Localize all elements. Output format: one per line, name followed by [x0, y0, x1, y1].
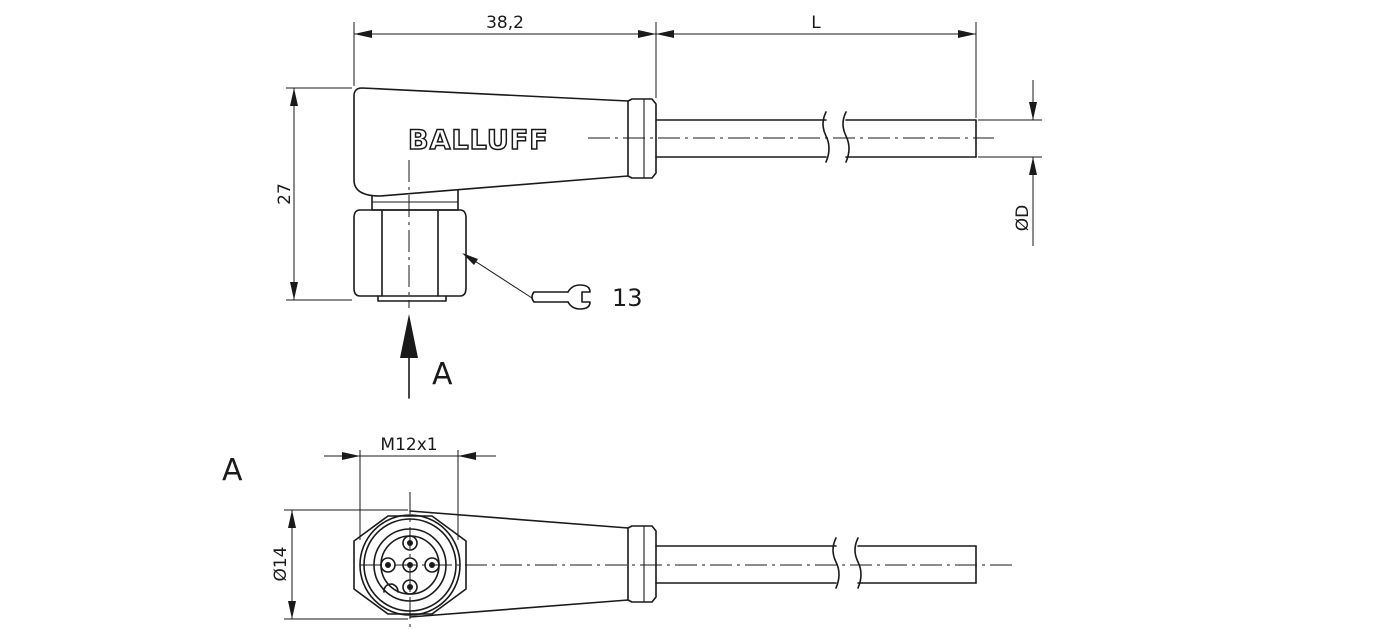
svg-text:13: 13 [612, 284, 643, 312]
dimension-body-length: 38,2 [353, 13, 657, 98]
hex-nut [353, 209, 467, 297]
dimension-diameter: Ø14 [271, 509, 408, 620]
svg-text:38,2: 38,2 [486, 13, 524, 33]
brand-logo: BALLUFF [408, 125, 549, 156]
svg-text:A: A [432, 357, 453, 392]
connector-pins [380, 535, 440, 595]
svg-text:27: 27 [275, 183, 295, 205]
wrench-callout: 13 [462, 253, 643, 312]
cable [655, 111, 977, 163]
svg-text:ØD: ØD [1013, 205, 1033, 231]
strain-relief [627, 98, 657, 179]
front-view-label: A [222, 453, 243, 488]
dimension-cable-length: L [656, 13, 977, 118]
dimension-cable-diameter: ØD [978, 80, 1042, 246]
front-hex-nut [353, 515, 467, 615]
view-arrow-icon: A [400, 314, 453, 399]
side-view: BALLUFF [275, 13, 1042, 399]
dimension-height: 27 [275, 87, 352, 301]
dimension-thread: M12x1 [324, 435, 496, 540]
wrench-icon [531, 284, 591, 310]
svg-text:Ø14: Ø14 [271, 546, 291, 581]
front-view: A [222, 435, 1016, 631]
front-cable [655, 537, 977, 589]
front-body-outline [409, 510, 629, 618]
connector-body-outline [353, 87, 629, 197]
svg-text:M12x1: M12x1 [380, 435, 437, 455]
svg-text:L: L [811, 13, 821, 33]
